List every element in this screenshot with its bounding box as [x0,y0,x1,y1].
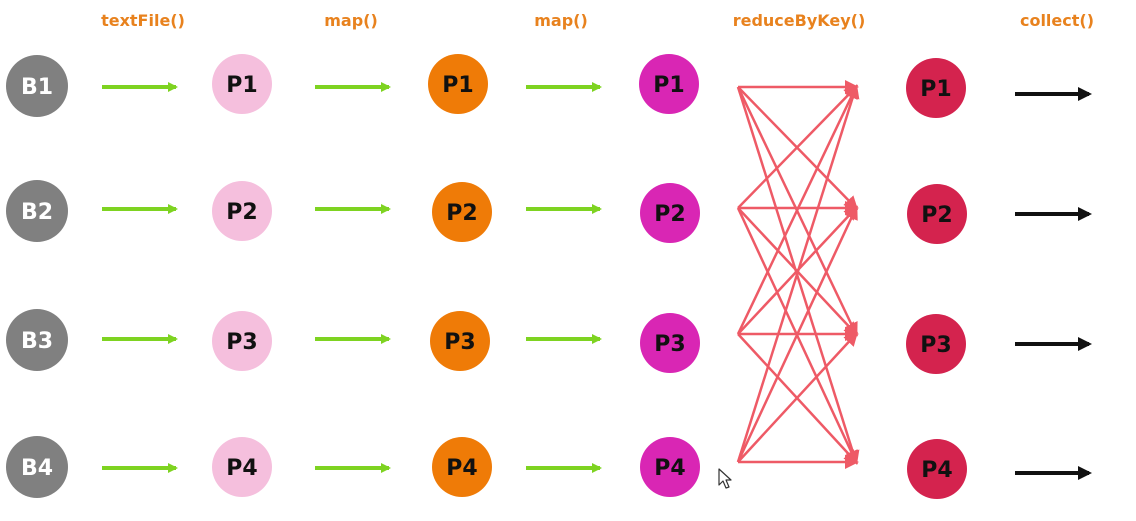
node-circle [432,437,492,497]
node-circle [906,58,966,118]
node-circle [430,311,490,371]
node-circle [6,436,68,498]
node-p4: P4 [212,437,272,497]
stage-labels: textFile() map() map() reduceByKey() col… [101,11,1094,30]
node-circle [6,55,68,117]
node-label: P4 [226,456,257,481]
node-label: P3 [444,330,475,355]
node-label: B3 [21,329,53,354]
node-p3: P3 [906,314,966,374]
node-p1: P1 [212,54,272,114]
node-p4: P4 [907,439,967,499]
stage-label-textfile: textFile() [101,11,185,30]
shuffle-arrow-p3-to-p1 [736,84,858,335]
forward-arrows [102,82,602,473]
node-label: P3 [654,332,685,357]
node-label: P2 [446,201,477,226]
node-circle [6,180,68,242]
node-circle [907,184,967,244]
node-circle [640,437,700,497]
node-p3: P3 [640,313,700,373]
stage-label-reducebykey: reduceByKey() [733,11,866,30]
node-circle [640,313,700,373]
column-textfile: P1 P2 P3 P4 [212,54,272,497]
shuffle-arrow-p4-to-p1 [736,84,860,463]
node-circle [6,309,68,371]
node-p2: P2 [432,182,492,242]
node-label: P1 [226,73,257,98]
node-circle [906,314,966,374]
stage-label-map-2: map() [534,11,588,30]
node-b1: B1 [6,55,68,117]
column-map-2: P1 P2 P3 P4 [639,54,700,497]
column-map-1: P1 P2 P3 P4 [428,54,492,497]
node-p1: P1 [906,58,966,118]
node-circle [428,54,488,114]
shuffle-arrow-p2-to-p1 [737,84,859,209]
node-circle [639,54,699,114]
node-label: P4 [921,458,952,483]
node-circle [212,311,272,371]
shuffle-arrow-p4-to-p2 [736,205,858,463]
stage-label-map-1: map() [324,11,378,30]
node-circle [212,181,272,241]
column-reducebykey: P1 P2 P3 P4 [906,58,967,499]
node-p3: P3 [430,311,490,371]
output-arrows [1015,87,1092,480]
node-label: B4 [21,456,53,481]
node-p2: P2 [907,184,967,244]
node-label: P2 [921,203,952,228]
node-label: P4 [446,456,477,481]
node-label: P2 [654,202,685,227]
node-p1: P1 [428,54,488,114]
node-label: B1 [21,75,53,100]
node-b3: B3 [6,309,68,371]
node-circle [212,437,272,497]
node-circle [640,183,700,243]
column-blocks: B1 B2 B3 B4 [6,55,68,498]
node-label: P1 [653,73,684,98]
node-label: P4 [654,456,685,481]
node-circle [432,182,492,242]
stage-label-collect: collect() [1020,11,1094,30]
node-b4: B4 [6,436,68,498]
node-label: B2 [21,200,53,225]
node-label: P1 [920,77,951,102]
node-circle [907,439,967,499]
shuffle-arrows [736,80,860,469]
node-p1: P1 [639,54,699,114]
node-p2: P2 [640,183,700,243]
node-label: P1 [442,73,473,98]
node-circle [212,54,272,114]
shuffle-arrow-p4-to-p3 [737,331,859,463]
node-p4: P4 [640,437,700,497]
mouse-pointer-icon [718,468,732,489]
node-label: P2 [226,200,257,225]
node-b2: B2 [6,180,68,242]
node-p3: P3 [212,311,272,371]
node-p2: P2 [212,181,272,241]
node-p4: P4 [432,437,492,497]
node-label: P3 [226,330,257,355]
node-label: P3 [920,333,951,358]
